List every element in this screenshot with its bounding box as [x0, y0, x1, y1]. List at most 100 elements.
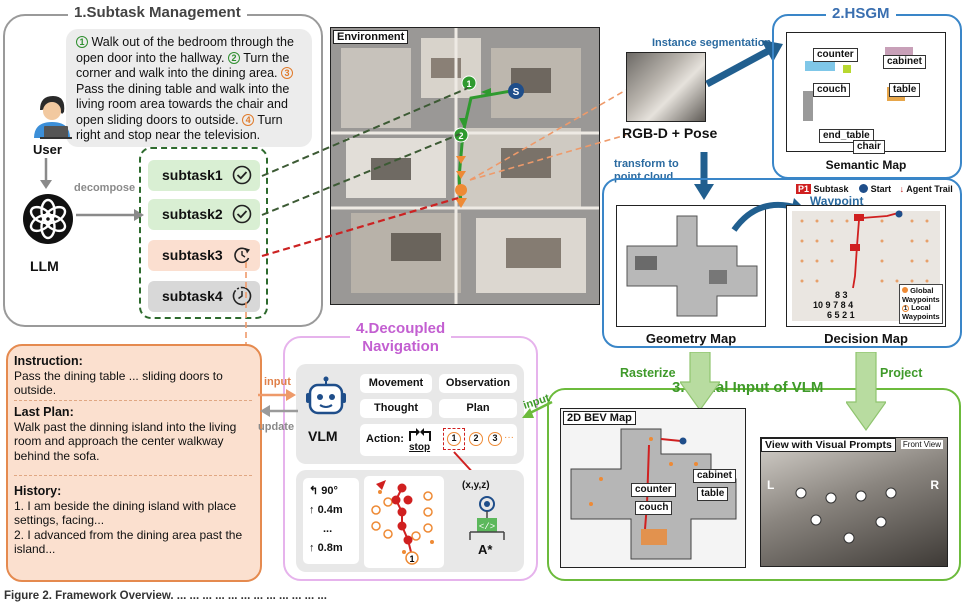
step-3-marker: 3 [281, 67, 293, 79]
action-choice-1[interactable]: 1 [447, 432, 461, 446]
step-1-marker: 1 [76, 36, 88, 48]
check-circle-icon [232, 204, 252, 224]
semantic-tag-chair: chair [853, 140, 885, 154]
legend-subtask: Subtask [813, 184, 849, 194]
decision-map-waypoints: 8 3 10 9 7 8 4 6 5 2 1 [813, 290, 855, 320]
subtask-3-label: subtask3 [162, 247, 223, 263]
subtask-2-label: subtask2 [162, 206, 223, 222]
memory-history-2: 2. I advanced from the dining area past … [14, 527, 243, 557]
move-sequence: ↰ 90° ↑ 0.4m ... ↑ 0.8m [303, 478, 359, 564]
view-right-label: R [930, 478, 939, 492]
dm-waypoint: 9 [825, 300, 831, 310]
hsgm-bottom-panel [602, 178, 962, 348]
movement-button[interactable]: Movement [360, 374, 432, 393]
decoupled-nav-title: 4.Decoupled Navigation [350, 320, 452, 356]
thought-button[interactable]: Thought [360, 399, 432, 418]
rasterize-label: Rasterize [620, 366, 676, 380]
subtask-3[interactable]: subtask3 [148, 240, 260, 271]
subtask-1[interactable]: subtask1 [148, 160, 260, 191]
plan-button[interactable]: Plan [439, 399, 517, 418]
memory-input-label: input [264, 376, 291, 388]
vlm-label: VLM [308, 428, 338, 444]
subtask-2[interactable]: subtask2 [148, 199, 260, 230]
instruction-bubble: 1 Walk out of the bedroom through the op… [66, 29, 312, 147]
project-label: Project [880, 366, 923, 380]
view-title: View with Visual Prompts [761, 438, 896, 452]
front-view-label: Front View [900, 440, 943, 449]
instance-segmentation-label: Instance segmentation [652, 37, 772, 49]
local-waypoints-label: Local Waypoints [902, 303, 940, 321]
memory-instruction-text: Pass the dining table ... sliding doors … [14, 368, 223, 398]
memory-history: History: 1. I am beside the dining islan… [14, 484, 254, 557]
llm-logo-icon [23, 194, 73, 244]
dm-waypoint: 4 [848, 300, 854, 310]
environment-view: S 1 2 Environment [330, 27, 600, 305]
action-choice-3[interactable]: 3 [488, 432, 502, 446]
move-forward-1: 0.4m [317, 504, 343, 516]
waypoint-legend: Global Waypoints 1 Local Waypoints [899, 284, 943, 324]
astar-planner-icon: </> [469, 496, 505, 540]
semantic-tag-couch: couch [813, 83, 851, 97]
semantic-tag-cabinet: cabinet [883, 55, 927, 69]
memory-last-plan: Last Plan: Walk past the dinning island … [14, 405, 254, 463]
memory-panel [6, 344, 262, 582]
bev-title: 2D BEV Map [563, 411, 636, 425]
robot-icon [306, 376, 346, 415]
subtask-4[interactable]: subtask4 [148, 281, 260, 312]
legend-start: Start [870, 184, 892, 194]
memory-divider-1 [14, 400, 252, 401]
visual-prompt-view: View with Visual Prompts Front View L R [760, 437, 948, 567]
astar-label: A* [478, 542, 493, 557]
visual-input-arrow [522, 400, 553, 418]
memory-divider-2 [14, 475, 252, 476]
semantic-tag-end-table: end_table [819, 129, 874, 143]
project-arrow [846, 352, 886, 432]
user-icon [34, 96, 72, 139]
hsgm-title: 2.HSGM [826, 5, 896, 22]
instruction-text: Turn the [243, 50, 290, 65]
path-goal-num: 1 [409, 554, 414, 564]
in-progress-icon [234, 247, 250, 264]
legend-trail: Agent Trail [906, 184, 953, 194]
geometry-map-shape [626, 215, 758, 317]
memory-last-plan-text: Walk past the dinning island into the li… [14, 419, 237, 463]
dm-waypoint: 1 [849, 310, 855, 320]
decompose-label: decompose [74, 182, 136, 194]
view-waypoint-markers [795, 487, 897, 544]
rgbd-image [626, 52, 706, 122]
move-forward-2: 0.8m [317, 542, 343, 554]
dm-waypoint: 3 [842, 290, 848, 300]
transform-arrow [694, 152, 714, 200]
subtask-list [139, 147, 268, 319]
action-choice-2[interactable]: 2 [469, 432, 483, 446]
bev-tag-table: table [697, 487, 729, 501]
action-more: ··· [504, 432, 514, 443]
waypoint-1: 1 [466, 79, 471, 89]
view-left-label: L [767, 478, 775, 492]
geometry-map-label: Geometry Map [645, 331, 737, 346]
rgbd-label: RGB-D + Pose [622, 125, 718, 141]
semantic-map: counter cabinet couch table end_table ch… [786, 32, 946, 154]
target-pin-icon [455, 184, 468, 208]
move-turn: 90° [321, 485, 338, 497]
step-2-marker: 2 [227, 51, 240, 64]
environment-title: Environment [333, 30, 409, 44]
dm-waypoint: 7 [833, 300, 839, 310]
global-waypoints-label: Global Waypoints [902, 286, 940, 304]
memory-history-1: 1. I am beside the dining island with pl… [14, 498, 237, 528]
dm-waypoint: 6 [827, 310, 833, 320]
turn-arrows-icon [409, 428, 431, 441]
waypoint-grid: 1 [364, 476, 444, 568]
step-4-marker: 4 [242, 113, 255, 126]
stop-label: stop [409, 442, 431, 453]
subtask-4-label: subtask4 [162, 288, 223, 304]
action-choice-box [443, 428, 465, 450]
bev-tag-counter: counter [631, 483, 676, 497]
dm-waypoint: 2 [842, 310, 848, 320]
dm-waypoint: 10 [813, 300, 824, 310]
observation-button[interactable]: Observation [439, 374, 517, 393]
start-marker: S [513, 87, 520, 98]
semantic-tag-table: table [889, 83, 921, 97]
subtask-1-label: subtask1 [162, 167, 223, 183]
